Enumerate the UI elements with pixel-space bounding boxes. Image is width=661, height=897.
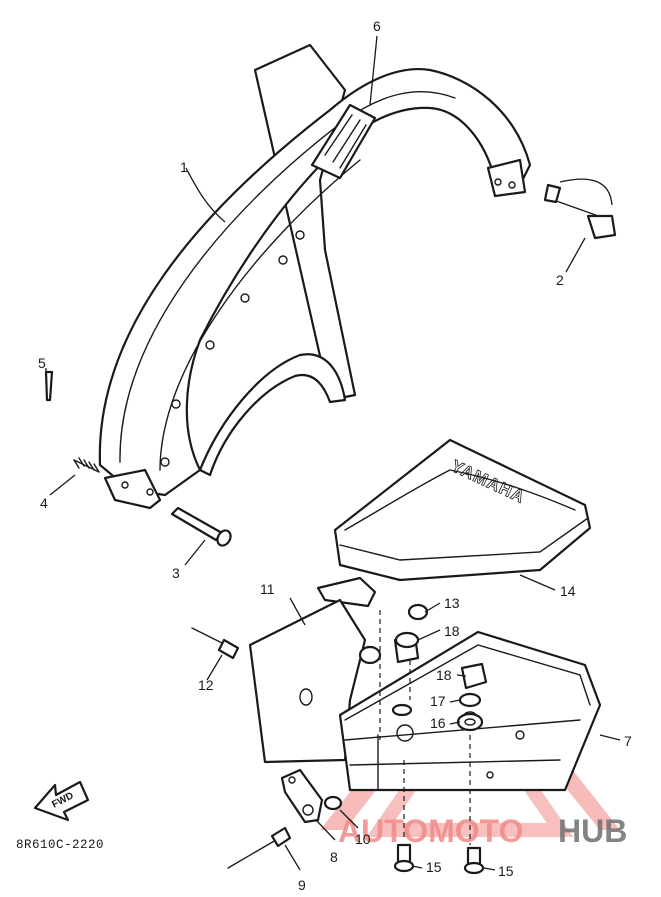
part-12-screw: [191, 627, 240, 660]
callout-9: 9: [298, 877, 306, 893]
callout-3: 3: [172, 565, 180, 581]
part-9-screw: [227, 826, 292, 869]
part-17-washer: [391, 692, 482, 717]
callout-11: 11: [260, 581, 275, 597]
callouts: 1 2 3 4 5 6 7 8 9 10 11 12 13 14 15 15 1…: [38, 18, 632, 893]
callout-8: 8: [330, 849, 338, 865]
part-18-cap-nut-lower: [460, 662, 488, 690]
callout-13: 13: [444, 595, 460, 611]
part-8-bracket: [280, 768, 324, 824]
callout-7: 7: [624, 733, 632, 749]
callout-2: 2: [556, 272, 564, 288]
callout-6: 6: [373, 18, 381, 34]
callout-5: 5: [38, 355, 46, 371]
callout-4: 4: [40, 495, 48, 511]
leader-lines: [45, 35, 621, 871]
callout-15-left: 15: [426, 859, 442, 875]
callout-18-lower: 18: [436, 667, 452, 683]
part-15-bolt-left: [393, 843, 415, 873]
part-15-bolt-right: [463, 846, 485, 875]
part-5-cotter-pin: [44, 370, 54, 402]
watermark-text-auto: AUTOMOTO: [338, 813, 523, 849]
part-14-cover: YAMAHA: [316, 438, 592, 608]
callout-14: 14: [560, 583, 576, 599]
callout-17: 17: [430, 693, 446, 709]
assembly-lines: [379, 610, 471, 845]
part-7-case: [338, 630, 602, 792]
part-11-plate: [248, 598, 367, 764]
callout-1: 1: [180, 159, 188, 175]
callout-16: 16: [430, 715, 446, 731]
callout-15-right: 15: [498, 863, 514, 879]
part-10-washer: [323, 795, 343, 811]
part-2-clip: [543, 178, 617, 240]
callout-12: 12: [198, 677, 214, 693]
part-1-chain-case: [98, 43, 532, 510]
callout-18-upper: 18: [444, 623, 460, 639]
callout-10: 10: [355, 831, 371, 847]
drawing-code: 8R610C-2220: [16, 838, 104, 852]
watermark-text-hub: HUB: [558, 813, 627, 849]
part-4-spring: [73, 457, 100, 473]
part-18-cap-nut-upper: [393, 631, 420, 664]
part-3-pin: [170, 506, 232, 547]
forward-arrow: FWD: [33, 780, 90, 822]
part-16-grommet: [456, 712, 484, 732]
